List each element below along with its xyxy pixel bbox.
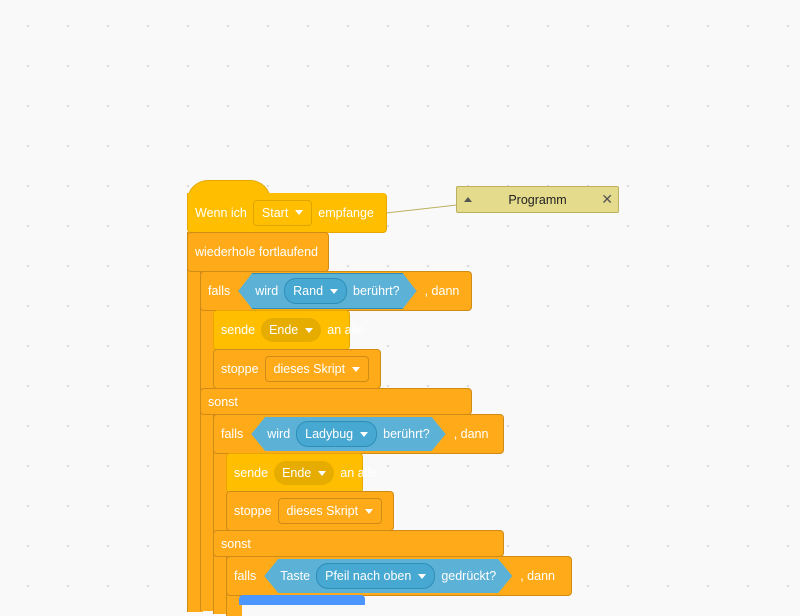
chevron-down-icon: [365, 508, 374, 514]
broadcast1-message: Ende: [269, 323, 299, 337]
stop2-label: stoppe: [234, 504, 272, 518]
touching-target-2: Ladybug: [305, 427, 354, 441]
touching-target-1: Rand: [293, 284, 324, 298]
if-else-block-2[interactable]: falls wird Ladybug berührt? , dann: [213, 414, 504, 454]
if2-then: , dann: [453, 427, 489, 441]
else-section-2[interactable]: sonst: [213, 530, 504, 557]
touching-ladybug-condition[interactable]: wird Ladybug berührt?: [251, 417, 445, 451]
if1-then: , dann: [424, 284, 460, 298]
if1-arm: [200, 271, 216, 611]
if3-sense-suffix: gedrückt?: [441, 569, 497, 583]
chevron-down-icon: [418, 574, 426, 579]
chevron-down-icon: [352, 366, 361, 372]
else-section-1[interactable]: sonst: [200, 388, 472, 415]
forever-label: wiederhole fortlaufend: [195, 245, 318, 259]
stop2-option: dieses Skript: [286, 504, 359, 518]
if-else-block-3[interactable]: falls Taste Pfeil nach oben gedrückt? , …: [226, 556, 572, 596]
if1-sense-word: wird: [255, 284, 279, 298]
chevron-down-icon: [295, 210, 304, 215]
broadcast1-label: sende: [221, 323, 256, 337]
else1-label: sonst: [208, 394, 238, 409]
chevron-down-icon: [360, 432, 368, 437]
if1-label: falls: [208, 284, 231, 298]
if2-sense-suffix: berührt?: [383, 427, 430, 441]
hat-prefix: Wenn ich: [195, 205, 247, 220]
partial-next-block[interactable]: [239, 595, 365, 605]
message-value: Start: [261, 205, 289, 220]
if3-sense-word: Taste: [280, 569, 311, 583]
broadcast-block-1[interactable]: sende Ende an alle: [213, 310, 364, 350]
broadcast-dropdown-1[interactable]: Ende: [261, 318, 322, 342]
broadcast2-label: sende: [234, 466, 269, 480]
stop1-label: stoppe: [221, 362, 259, 376]
chevron-down-icon: [318, 470, 327, 476]
collapse-triangle-icon[interactable]: [464, 197, 472, 202]
close-icon[interactable]: ✕: [601, 191, 613, 207]
stop-dropdown-2[interactable]: dieses Skript: [277, 498, 383, 524]
stop1-option: dieses Skript: [273, 362, 346, 376]
comment-connector: [385, 204, 458, 214]
else2-label: sonst: [221, 536, 251, 551]
touching-target-dropdown-2[interactable]: Ladybug: [296, 421, 377, 447]
chevron-down-icon: [305, 327, 314, 333]
if2-label: falls: [221, 427, 244, 441]
if3-then: , dann: [520, 569, 555, 583]
key-pressed-condition[interactable]: Taste Pfeil nach oben gedrückt?: [264, 559, 512, 593]
hat-suffix: empfange: [318, 205, 374, 220]
touching-edge-condition[interactable]: wird Rand berührt?: [238, 273, 416, 309]
broadcast2-suffix: an alle: [340, 466, 378, 480]
stop-block-2[interactable]: stoppe dieses Skript: [226, 491, 394, 531]
broadcast-dropdown-2[interactable]: Ende: [274, 461, 335, 485]
key-dropdown[interactable]: Pfeil nach oben: [316, 563, 435, 589]
broadcast-block-2[interactable]: sende Ende an alle: [226, 453, 377, 493]
forever-arm: [187, 232, 203, 612]
stop-block-1[interactable]: stoppe dieses Skript: [213, 349, 381, 389]
if-else-block-1[interactable]: falls wird Rand berührt? , dann: [200, 271, 472, 311]
chevron-down-icon: [330, 289, 338, 294]
if1-sense-suffix: berührt?: [353, 284, 400, 298]
message-dropdown[interactable]: Start: [252, 199, 313, 226]
forever-block[interactable]: wiederhole fortlaufend: [187, 232, 329, 272]
broadcast2-message: Ende: [282, 466, 312, 480]
when-i-receive-block[interactable]: Wenn ich Start empfange: [187, 193, 387, 233]
if2-arm: [213, 414, 229, 614]
touching-target-dropdown-1[interactable]: Rand: [284, 278, 347, 304]
if2-sense-word: wird: [267, 427, 291, 441]
if3-label: falls: [234, 569, 257, 583]
stop-dropdown-1[interactable]: dieses Skript: [264, 356, 370, 382]
script-comment[interactable]: Programm ✕: [456, 186, 619, 213]
broadcast1-suffix: an alle: [327, 323, 365, 337]
key-value: Pfeil nach oben: [325, 569, 412, 583]
comment-text[interactable]: Programm: [508, 192, 567, 207]
